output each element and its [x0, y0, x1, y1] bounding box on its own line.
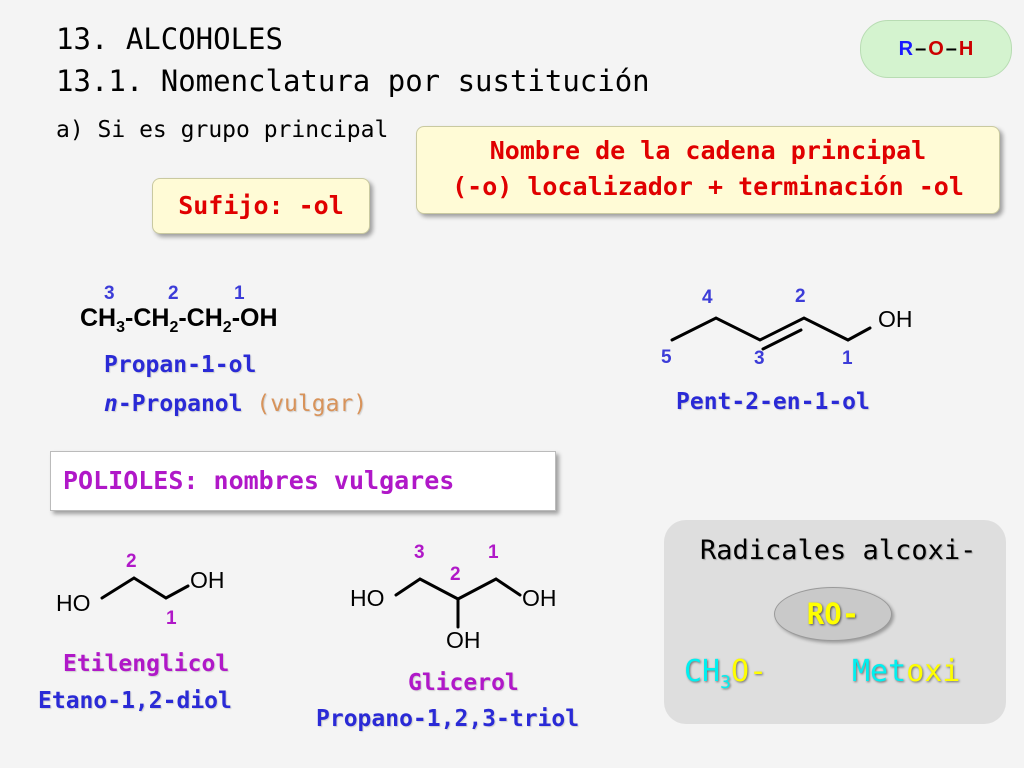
section-title: 13.1. Nomenclatura por sustitución	[56, 64, 650, 98]
ethylene-glycol-skeletal-structure	[100, 576, 190, 600]
hydroxyl-label: HO	[56, 590, 91, 616]
ethylene-glycol-common-name: Etilenglicol	[63, 651, 230, 677]
locant-2: 2	[126, 551, 137, 572]
formula-part: O-	[730, 654, 768, 689]
pentenol-iupac-name: Pent-2-en-1-ol	[676, 389, 870, 415]
formula-subscript: 2	[222, 319, 232, 336]
formula-part: -OH	[231, 304, 278, 332]
hydroxyl-label: OH	[446, 627, 481, 653]
formula-subscript: 2	[169, 319, 179, 336]
glycerol-skeletal-structure	[394, 577, 522, 629]
locant-2: 2	[168, 283, 179, 304]
alkoxy-radicals-title: Radicales alcoxi-	[700, 535, 977, 566]
hydroxyl-label: OH	[522, 585, 557, 611]
formula-r: R	[898, 37, 914, 60]
formula-dash: –	[915, 37, 927, 60]
normal-prefix: n	[104, 391, 118, 417]
formula-part: CH	[684, 654, 721, 689]
case-a-heading: a) Si es grupo principal	[56, 117, 389, 143]
vulgar-label: (vulgar)	[256, 391, 368, 417]
locant-2: 2	[450, 564, 461, 585]
locant-3: 3	[754, 348, 765, 369]
suffix-box: Sufijo: -ol	[152, 178, 370, 234]
hydroxyl-label: HO	[350, 585, 385, 611]
glycerol-iupac-name: Propano-1,2,3-triol	[316, 706, 580, 732]
locant-2: 2	[795, 286, 806, 307]
methoxy-formula: CH3O-	[684, 654, 767, 693]
locant-4: 4	[702, 287, 713, 308]
naming-rule-line-2: (-o) localizador + terminación -ol	[452, 172, 964, 201]
polyols-heading-box: POLIOLES: nombres vulgares	[50, 451, 556, 511]
formula-part: -CH	[178, 304, 223, 332]
locant-1: 1	[842, 348, 853, 369]
double-bond-line	[761, 328, 803, 351]
naming-rule-line-1: Nombre de la cadena principal	[489, 136, 927, 165]
hydroxyl-label: OH	[878, 306, 913, 332]
ethylene-glycol-iupac-name: Etano-1,2-diol	[38, 688, 232, 714]
common-name-text: -Propanol	[117, 391, 243, 417]
propanol-common-name: n-Propanol (vulgar)	[104, 391, 367, 417]
formula-subscript: 3	[116, 319, 126, 336]
locant-5: 5	[661, 347, 672, 368]
locant-1: 1	[488, 542, 499, 563]
locant-3: 3	[104, 283, 115, 304]
formula-part: CH	[80, 304, 117, 332]
formula-h: H	[958, 37, 974, 60]
alkoxy-general-formula: RO-	[774, 587, 892, 641]
methoxy-name: Metoxi	[852, 654, 960, 689]
glycerol-common-name: Glicerol	[408, 670, 519, 696]
formula-dash: –	[945, 37, 957, 60]
name-stem: Met	[852, 654, 907, 689]
carbon-chain-bonds	[670, 316, 872, 342]
hydroxyl-label: OH	[190, 567, 225, 593]
locant-1: 1	[234, 283, 245, 304]
formula-subscript: 3	[720, 672, 731, 693]
page-title: 13. ALCOHOLES	[56, 22, 283, 56]
carbon-chain-bonds	[100, 576, 190, 600]
pentenol-skeletal-structure	[670, 316, 872, 351]
formula-part: -CH	[125, 304, 170, 332]
naming-rule-box: Nombre de la cadena principal (-o) local…	[416, 126, 1000, 214]
formula-o: O	[928, 37, 944, 60]
name-suffix: oxi	[906, 654, 961, 689]
propanol-iupac-name: Propan-1-ol	[104, 352, 257, 378]
locant-1: 1	[166, 608, 177, 629]
general-formula-badge: R – O – H	[860, 20, 1012, 78]
locant-3: 3	[414, 542, 425, 563]
propanol-condensed-formula: CH3-CH2-CH2-OH	[80, 304, 278, 337]
